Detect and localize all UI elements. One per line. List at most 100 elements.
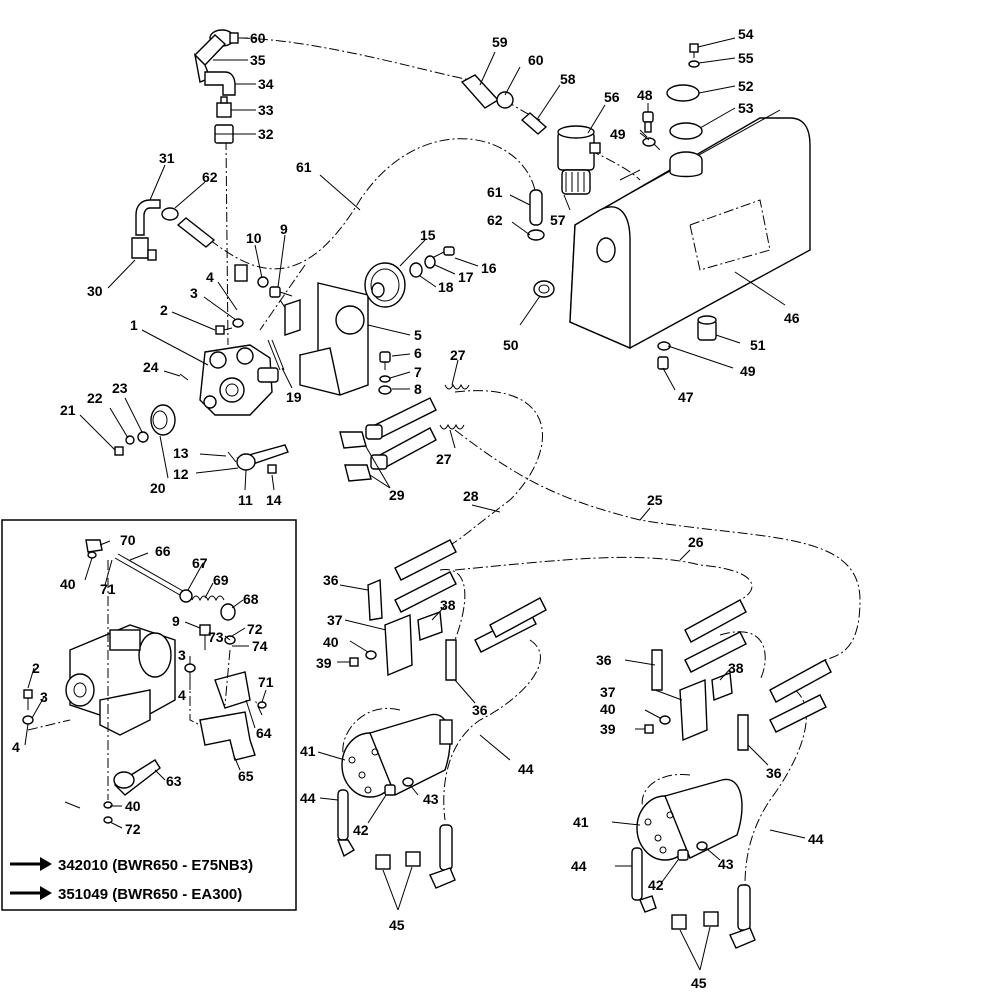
hose-61b [529,189,543,226]
callout-7: 7 [414,364,422,380]
clip-4a [234,264,248,282]
callout-44-left-b: 44 [518,761,534,777]
filler-neck-50 [533,280,555,298]
mounting-bracket-5 [284,282,369,396]
callout-59: 59 [492,34,508,50]
callout-72-inset-top: 72 [247,621,263,637]
hose-route-motor-left [342,707,401,761]
callout-3-inset-right: 3 [178,647,186,663]
callout-18: 18 [438,279,454,295]
callout-36-left-bottom: 36 [472,702,488,718]
callout-16: 16 [481,260,497,276]
callout-31: 31 [159,150,175,166]
clamp-62b [527,229,545,241]
callout-50: 50 [503,337,519,353]
washer-43b [696,841,708,851]
inset-nut-68 [220,603,236,621]
callout-71-inset-top: 71 [100,581,116,597]
bolt-14 [267,464,277,474]
callout-14: 14 [266,492,282,508]
washer-23 [137,431,149,443]
callout-45-right: 45 [691,975,707,991]
hydraulic-motor-41b [636,778,743,861]
callout-40-left: 40 [323,634,339,650]
callout-58: 58 [560,71,576,87]
callout-48: 48 [637,87,653,103]
callout-65: 65 [238,768,254,784]
washer-8 [378,385,392,395]
lever-11 [236,444,289,471]
inset-bolt-9b [199,624,211,650]
clamp-38b [711,672,733,701]
callout-42-left: 42 [353,822,369,838]
spring-27a [444,383,470,390]
clamp-62a [161,207,179,221]
pump-1 [199,344,279,416]
fitting-30 [131,237,157,261]
bolt-42b [677,849,689,861]
callout-63: 63 [166,773,182,789]
callout-37-left: 37 [327,612,343,628]
pulley-15 [364,262,406,308]
callout-8: 8 [414,381,422,397]
plate-37b [679,678,708,742]
callout-74: 74 [252,638,268,654]
pipe-36c [651,649,663,691]
callout-44-left-a: 44 [300,790,316,806]
inset-bracket-64 [214,671,251,709]
hose-end-upper [365,397,437,440]
callout-38-right: 38 [728,660,744,676]
callout-44-right-a: 44 [571,858,587,874]
hose-route-36a [439,569,466,641]
callout-9: 9 [280,221,288,237]
callout-5: 5 [414,327,422,343]
callout-27-lower: 27 [436,451,452,467]
fitting-32 [214,124,234,144]
callout-19: 19 [286,389,302,405]
bolt-2a [215,325,233,335]
callout-3-inset-left: 3 [40,689,48,705]
hydraulic-motor-41a [341,713,453,798]
callout-10: 10 [246,230,262,246]
bolt-54 [689,43,699,58]
inset-bolt-2b [23,689,33,710]
inset-linkage-70 [85,539,103,553]
bolt-9 [269,286,293,298]
callout-53: 53 [738,100,754,116]
callout-43-right: 43 [718,856,734,872]
callout-64: 64 [256,725,272,741]
washer-18 [409,262,423,278]
inset-dashed-guides [27,560,263,800]
bolt-39a [349,657,359,667]
callout-41-left: 41 [300,743,316,759]
inset-pump [65,624,176,736]
elbow-34 [204,71,236,96]
callout-25: 25 [647,492,663,508]
callout-62-left: 62 [202,169,218,185]
callout-60-clamp-b: 60 [528,52,544,68]
callout-6: 6 [414,345,422,361]
callout-36-right-top: 36 [596,652,612,668]
hose-route-36b [719,631,766,681]
callout-36-left-top: 36 [323,572,339,588]
callout-67: 67 [192,555,208,571]
washer-7 [379,375,391,383]
nipple-58 [520,112,548,135]
callout-21: 21 [60,402,76,418]
washer-49b [657,341,671,351]
callout-57: 57 [550,212,566,228]
callout-46: 46 [784,310,800,326]
plate-37a [384,613,413,677]
inset-lever-63 [113,759,161,796]
inset-washer-67 [179,589,193,603]
hydraulic-tank-46 [569,109,811,350]
callout-37-right: 37 [600,684,616,700]
callout-29: 29 [389,487,405,503]
callout-62-right: 62 [487,212,503,228]
callout-4-inset-left: 4 [12,739,20,755]
callout-45-left: 45 [389,917,405,933]
cover-53b [669,122,703,140]
callout-27-upper: 27 [450,347,466,363]
elbow-29b [344,464,372,482]
